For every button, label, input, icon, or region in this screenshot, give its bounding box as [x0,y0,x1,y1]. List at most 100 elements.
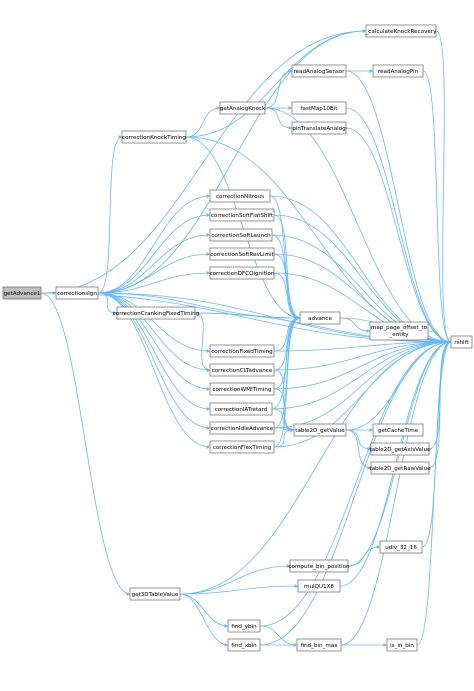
node-box [299,311,341,325]
node-label: fastMap10Bit [300,106,338,112]
edge-table2-d-get-value-to-table2-d-get-raw-value [345,429,372,470]
node-label: correctionCrankingFixedTiming [113,311,200,317]
node-get-cache-time[interactable]: getCacheTime [372,423,424,437]
node-correction-cranking-fixed-timing[interactable]: correctionCrankingFixedTiming [113,306,200,320]
edge-get3-dtable-value-to-find-xbin [179,593,229,647]
node-label: correctionWMITiming [212,387,271,393]
edge-corrections-ign-to-correction-dfcoignition [97,271,211,294]
node-correction-knock-timing[interactable]: correctionKnockTiming [121,130,187,144]
node-label: table2D_getRawValue [369,466,431,472]
edge-correction-knock-timing-to-advance [185,136,301,320]
edge-correction-knock-timing-to-calculate-knock-recovery [185,29,367,138]
node-get3-dtable-value[interactable]: get3DTableValue [129,587,181,601]
node-label: getAnalogKnock [220,106,266,112]
node-read-analog-pin[interactable]: readAnalogPin [372,64,424,78]
edge-read-analog-sensor-to-rshift [345,70,452,344]
edge-find-ybin-to-rshift [259,340,452,627]
node-get-advance1[interactable]: getAdvance1 [2,286,42,300]
node-find-bin-max[interactable]: find_bin_max [296,638,342,652]
node-map-page-offset-to-entity[interactable]: map_page_offset_to_entity [369,321,429,341]
node-box [209,440,275,454]
node-label: udiv_32_16 [385,545,417,551]
node-correction-wmitiming[interactable]: correctionWMITiming [209,382,275,396]
edge-correction-cltadvance-to-advance [273,316,301,371]
node-compute-bin-position[interactable]: compute_bin_position [288,559,350,573]
node-calculate-knock-recovery[interactable]: _calculateKnockRecovery [365,24,438,38]
node-box [293,423,347,437]
node-label: correctionDFCOignition [210,271,275,277]
edge-find-bin-max-to-rshift [340,340,452,646]
node-correction-iatretard[interactable]: correctionIATretard [209,402,273,416]
edge-advance-to-map-page-offset-to-entity [339,317,371,333]
node-correction-idle-advance[interactable]: correctionIdleAdvance [209,421,275,435]
node-find-ybin[interactable]: find_ybin [227,619,261,633]
edge-corrections-ign-to-correction-soft-launch [97,233,211,294]
node-correction-soft-launch[interactable]: correctionSoftLaunch [209,228,273,242]
node-label: compute_bin_position [288,564,350,570]
node-label: correctionFlexTiming [213,445,272,451]
node-label: correctionSoftLaunch [211,233,271,239]
node-rshift[interactable]: rshift [450,335,473,349]
edge-find-xbin-to-rshift [259,340,452,646]
node-table2-d-get-axis-value[interactable]: table2D_getAxisValue [370,442,432,456]
node-mul-qu1-x8[interactable]: mulQU1X8 [297,579,341,593]
node-box [296,638,342,652]
node-label: correctionsIgn [57,291,97,297]
edge-correction-fixed-timing-to-rshift [273,340,452,352]
edge-get3-dtable-value-to-compute-bin-position [179,564,291,595]
node-label: correctionIdleAdvance [211,426,274,432]
edge-read-analog-pin-to-rshift [422,70,452,344]
edge-correction-soft-flat-shift-to-advance [273,214,301,320]
node-table2-d-get-raw-value[interactable]: table2D_getRawValue [369,461,431,475]
node-pin-translate-analog[interactable]: pinTranslateAnalog [291,121,347,135]
node-udiv-32-16[interactable]: udiv_32_16 [379,540,423,554]
node-box [2,286,42,300]
edge-corrections-ign-to-correction-idle-advance [97,292,211,430]
edge-correction-cranking-fixed-timing-to-rshift [194,312,452,344]
edge-correction-flex-timing-to-table2-d-get-value [273,428,295,448]
node-correction-soft-rev-limit[interactable]: correctionSoftRevLimit [209,247,275,261]
node-correction-soft-flat-shift[interactable]: correctionSoftFlatShift [209,208,275,222]
node-box [209,382,275,396]
node-corrections-ign[interactable]: correctionsIgn [55,286,99,300]
node-box [370,461,430,475]
node-box [386,638,418,652]
node-label: _calculateKnockRecovery [365,29,438,35]
node-label: table2D_getAxisValue [370,447,432,453]
node-correction-fixed-timing[interactable]: correctionFixedTiming [209,344,275,358]
node-box [209,344,275,358]
node-label: correctionNitrous [216,194,264,200]
node-advance[interactable]: advance [299,311,341,325]
node-label: correctionIATretard [215,407,268,413]
edge-corrections-ign-to-correction-cltadvance [97,292,211,372]
node-label: getAdvance1 [4,291,41,297]
edge-fast-map10-bit-to-rshift [345,107,452,344]
node-box [209,402,273,416]
edge-correction-knock-timing-to-get-analog-knock [185,106,221,138]
node-box [297,579,341,593]
node-find-xbin[interactable]: find_xbin [227,638,261,652]
node-fast-map10-bit[interactable]: fastMap10Bit [291,101,347,115]
node-box [209,208,275,222]
node-label: pinTranslateAnalog [292,126,346,132]
node-correction-dfcoignition[interactable]: correctionDFCOignition [210,266,275,280]
edge-correction-nitrous-to-rshift [269,195,452,344]
node-box [227,638,261,652]
node-get-analog-knock[interactable]: getAnalogKnock [219,101,266,115]
edge-correction-cltadvance-to-rshift [273,340,452,371]
node-box [121,130,187,144]
node-correction-nitrous[interactable]: correctionNitrous [209,189,271,203]
edge-get-analog-knock-to-read-analog-sensor [264,69,293,109]
node-table2-d-get-value[interactable]: table2D_getValue [293,423,347,437]
edge-correction-nitrous-to-advance [269,195,301,320]
node-label: correctionSoftRevLimit [210,252,274,258]
node-label: get3DTableValue [132,592,179,598]
edge-correction-wmitiming-to-rshift [273,340,452,390]
node-correction-flex-timing[interactable]: correctionFlexTiming [209,440,275,454]
node-read-analog-sensor[interactable]: readAnalogSensor [291,64,347,78]
node-is-in-bin[interactable]: is_in_bin [386,638,418,652]
node-correction-cltadvance[interactable]: correctionCLTadvance [209,363,275,377]
edge-get-analog-knock-to-rshift [264,107,452,344]
